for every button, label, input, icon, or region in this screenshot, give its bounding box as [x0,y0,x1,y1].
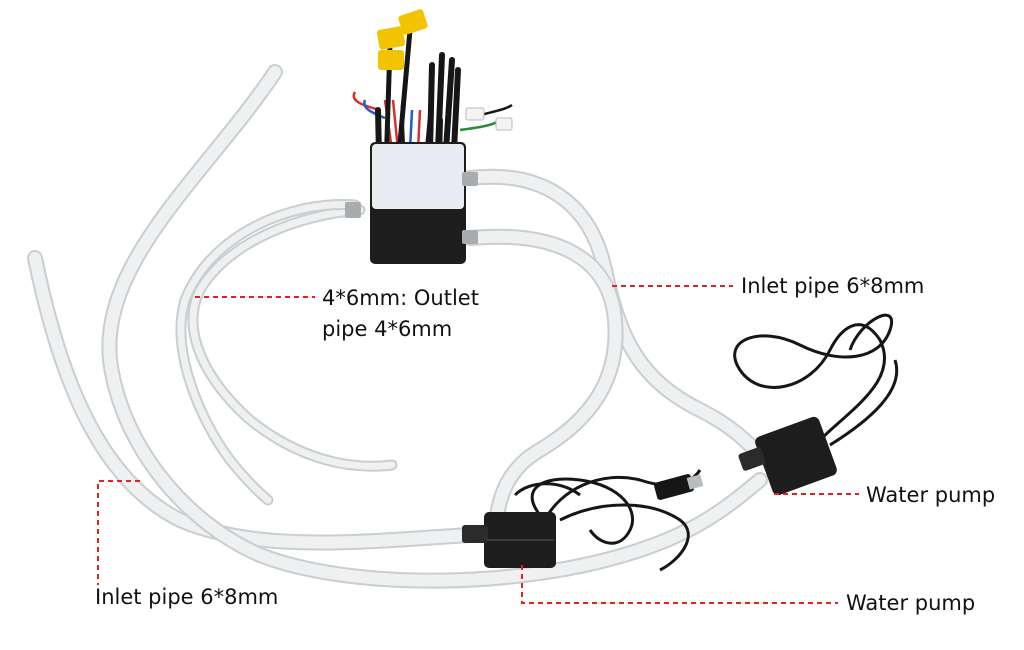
water-pump-label-right: Water pump [866,483,996,507]
usb-plug [653,474,704,500]
xt-connector-3 [376,26,406,50]
center-loop-tube [462,228,624,523]
water-pump-bottom [462,512,556,568]
jst-connector-2 [495,117,513,131]
box-fitting-right-top [462,172,478,186]
water-pump-label-bottom: Water pump [846,591,976,615]
pump-cables [513,313,899,572]
outlet-tube-upper [187,204,398,472]
leader-pump-bottom [521,565,838,604]
left-inlet-tube [27,250,478,551]
long-left-tube [101,64,768,589]
xt-connector-2 [398,9,428,35]
jst-connector [465,107,485,121]
inlet-pipe-label-left: Inlet pipe 6*8mm [95,585,279,609]
box-fitting-right-bottom [462,230,478,244]
controller-box [345,9,513,264]
water-pump-right [738,416,837,496]
outlet-pipe-label-line1: 4*6mm: Outlet [322,286,479,310]
leader-lines [97,285,859,604]
controller-lid [372,144,464,209]
leader-inlet-left [97,480,140,585]
tubes [27,64,768,589]
box-fitting-left [345,202,361,218]
outlet-tube-lower [175,199,361,506]
inlet-pipe-label-right: Inlet pipe 6*8mm [741,274,925,298]
outlet-pipe-label-line2: pipe 4*6mm [322,317,453,341]
xt-connector-1 [378,50,404,70]
